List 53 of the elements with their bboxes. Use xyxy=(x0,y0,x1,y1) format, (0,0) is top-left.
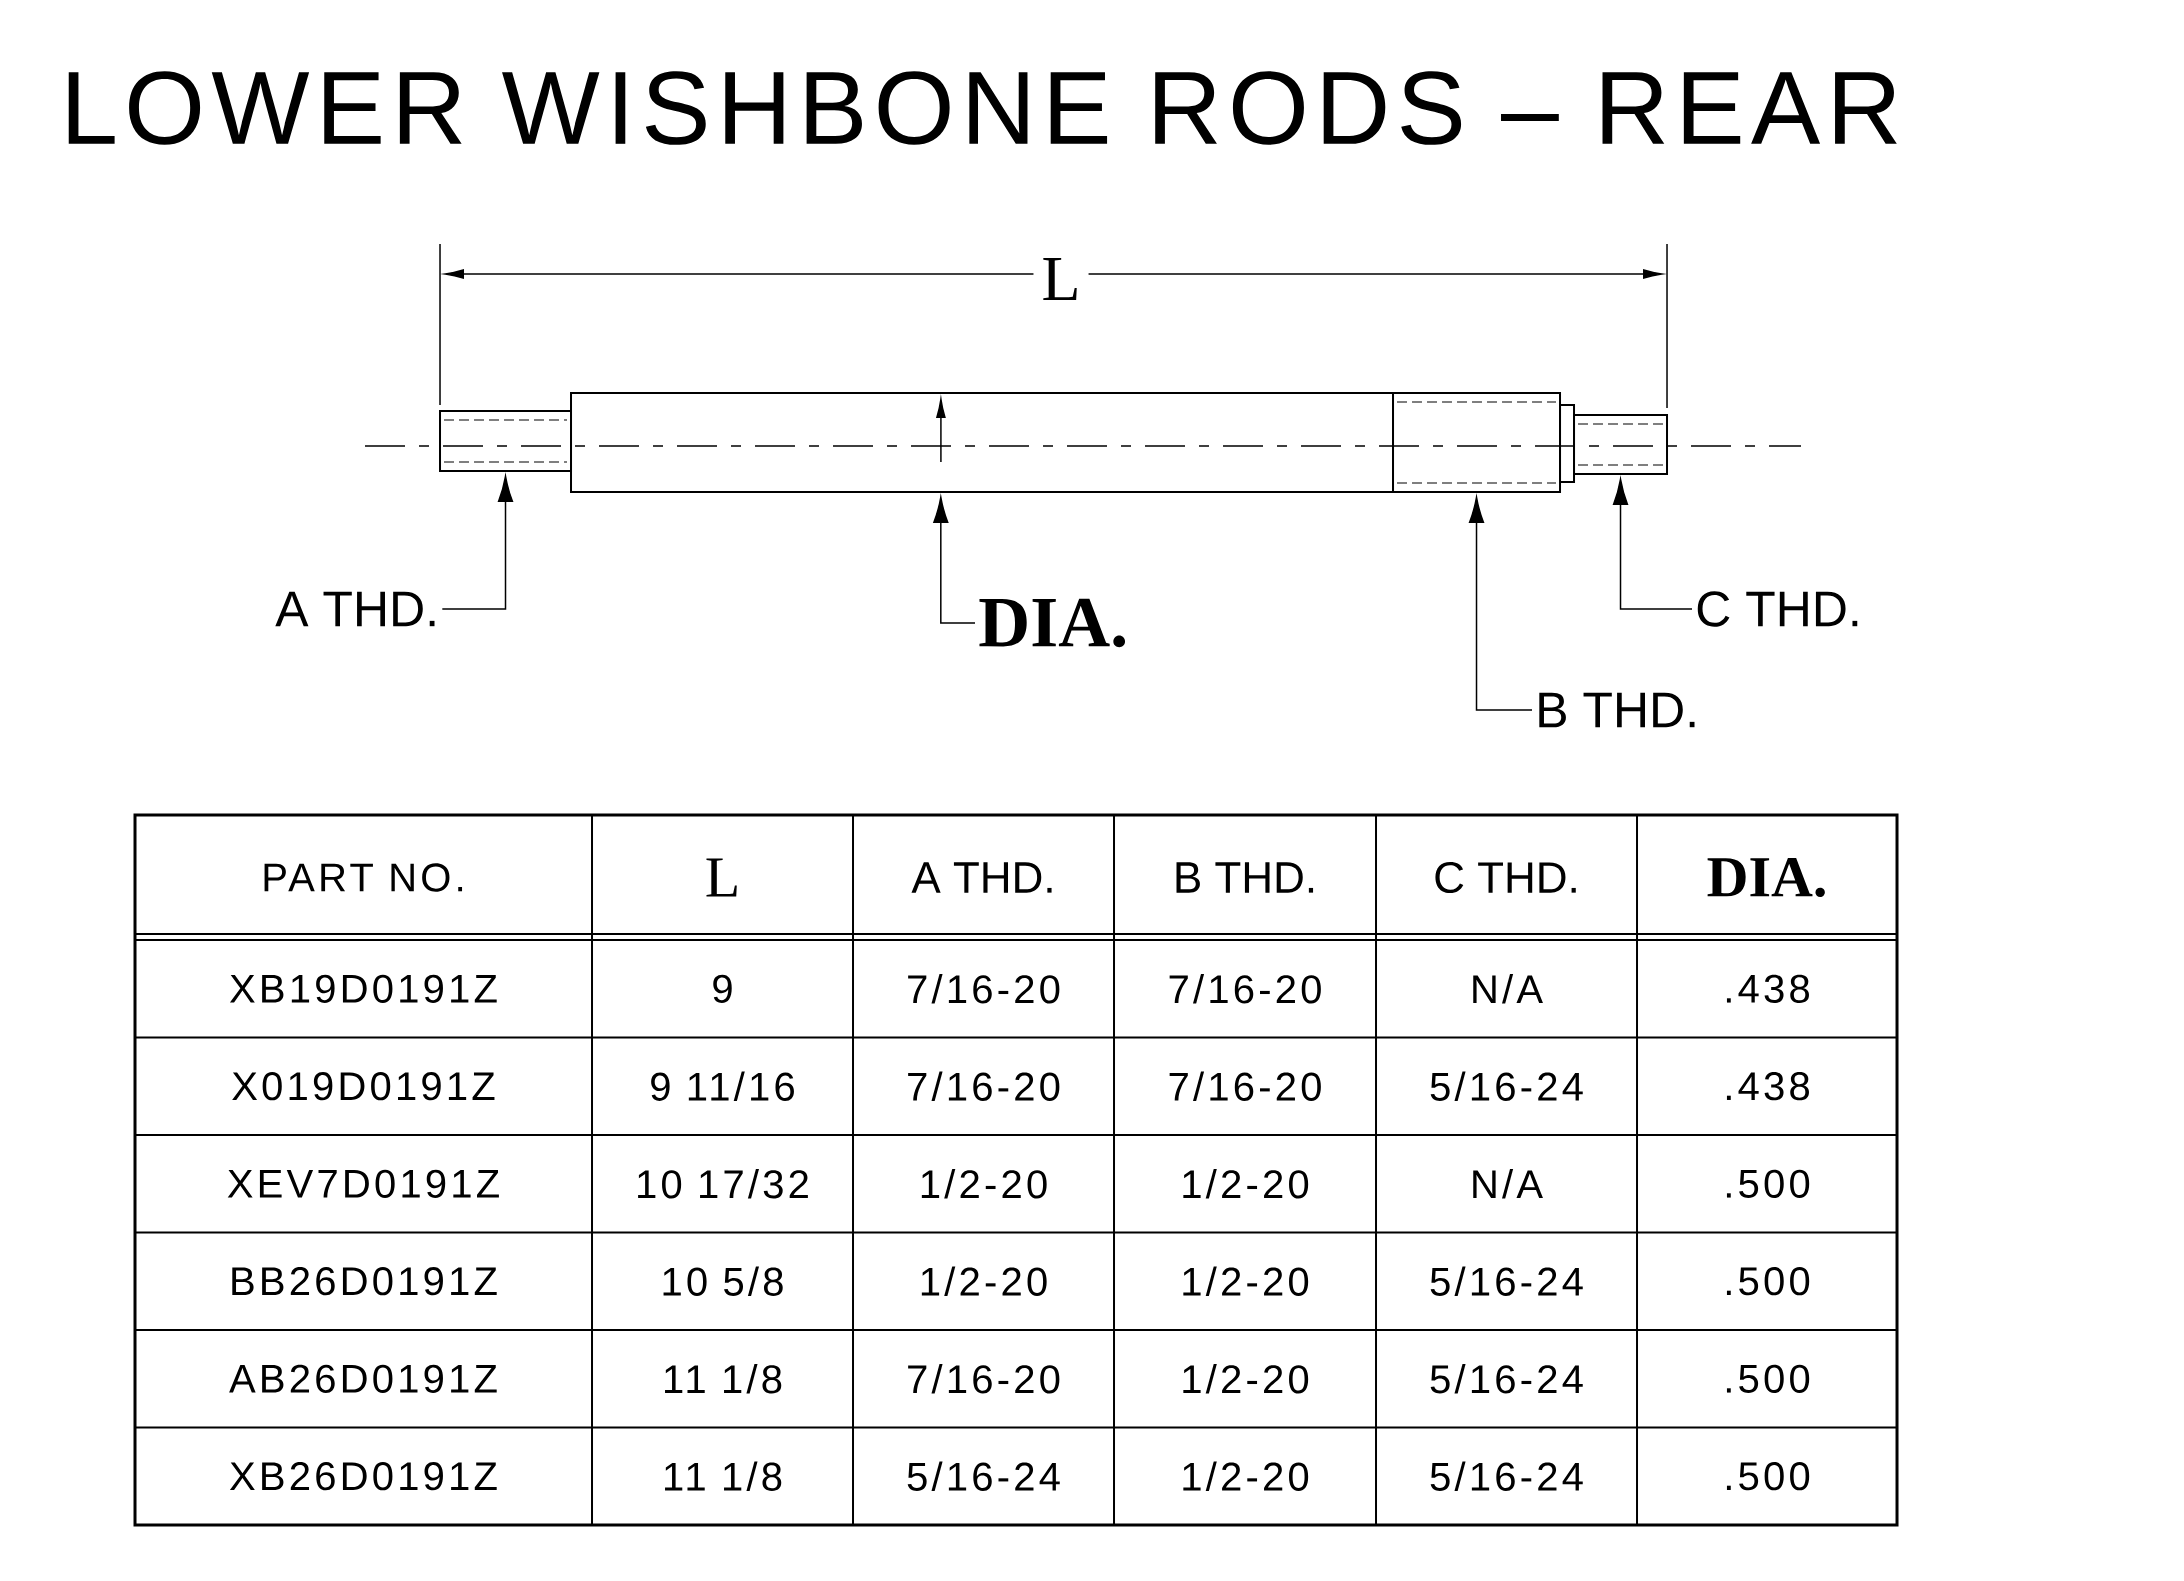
table-value: .438 xyxy=(1726,1072,1809,1101)
table-value: 5/16-24 xyxy=(1430,1071,1583,1101)
table-value: AB26D0191Z xyxy=(229,1364,497,1393)
table-value: 9 11/16 xyxy=(651,1071,794,1101)
table-value: XEV7D0191Z xyxy=(227,1169,499,1198)
rod-body xyxy=(570,392,1394,493)
callout-label: A THD. xyxy=(275,591,435,627)
table-value: X019D0191Z xyxy=(232,1072,495,1101)
table-value: 5/16-24 xyxy=(907,1461,1060,1491)
table-value: .438 xyxy=(1726,974,1809,1003)
leader-line xyxy=(933,496,976,624)
table-value: 10 5/8 xyxy=(663,1266,783,1296)
table-value: XB19D0191Z xyxy=(229,974,497,1003)
dimension-label: L xyxy=(1033,250,1089,308)
table-value: 7/16-20 xyxy=(908,1071,1060,1101)
table-value: 5/16-24 xyxy=(1430,1461,1583,1491)
column-header: DIA. xyxy=(1707,857,1825,898)
table-value: 1/2-20 xyxy=(1183,1364,1309,1394)
table-value: 1/2-20 xyxy=(921,1266,1047,1296)
table-value: 5/16-24 xyxy=(1430,1266,1583,1296)
column-header: A THD. xyxy=(911,862,1052,893)
table-value: 10 17/32 xyxy=(638,1169,808,1199)
table-value: 7/16-20 xyxy=(908,974,1060,1004)
threaded-section xyxy=(1392,392,1561,493)
table-value: 11 1/8 xyxy=(665,1461,782,1491)
callout-label: C THD. xyxy=(1697,591,1858,627)
table-value: 9 xyxy=(713,974,732,1003)
table-value: 1/2-20 xyxy=(1183,1169,1309,1199)
table-value: 1/2-20 xyxy=(1183,1461,1309,1491)
table-value: .500 xyxy=(1726,1462,1810,1491)
title: LOWER WISHBONE RODS – REAR xyxy=(68,71,1897,145)
callout-label: DIA. xyxy=(979,598,1126,648)
column-header: B THD. xyxy=(1176,862,1314,893)
table-value: N/A xyxy=(1473,1169,1543,1199)
table-value: 11 1/8 xyxy=(665,1364,782,1394)
table-value: 1/2-20 xyxy=(921,1169,1047,1199)
table-value: N/A xyxy=(1473,974,1543,1004)
table-value: 1/2-20 xyxy=(1183,1266,1309,1296)
column-header: L xyxy=(706,858,737,897)
table-value: 7/16-20 xyxy=(1169,1071,1321,1101)
table-value: 5/16-24 xyxy=(1430,1364,1583,1394)
threaded-section xyxy=(439,410,572,472)
table-value: BB26D0191Z xyxy=(232,1267,497,1296)
table-value: .500 xyxy=(1726,1169,1810,1198)
table-value: .500 xyxy=(1726,1267,1810,1296)
table-value: 7/16-20 xyxy=(908,1364,1060,1394)
table-value: XB26D0191Z xyxy=(229,1462,497,1491)
table-value: 7/16-20 xyxy=(1169,974,1321,1004)
column-header: PART NO. xyxy=(264,863,463,892)
threaded-section xyxy=(1559,404,1668,483)
callout-label: B THD. xyxy=(1539,692,1695,728)
table-value: .500 xyxy=(1726,1364,1810,1393)
column-header: C THD. xyxy=(1435,861,1576,894)
